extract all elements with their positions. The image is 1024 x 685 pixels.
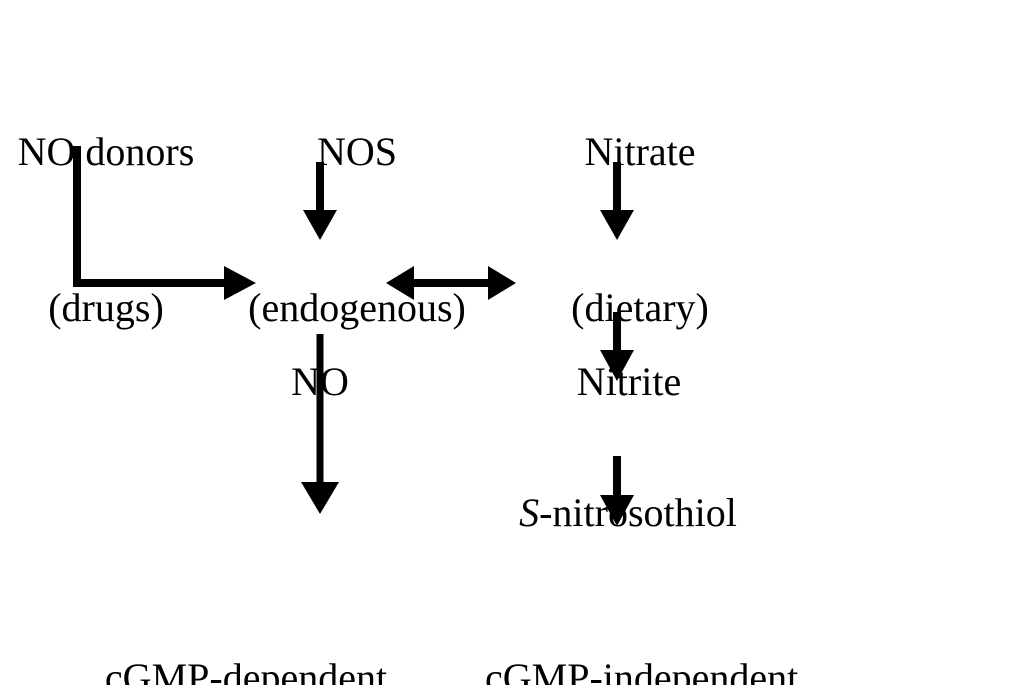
node-no-donors: NO donors (drugs) — [0, 22, 212, 438]
node-nitrate-line1: Nitrate — [584, 129, 696, 174]
node-cgmp-dependent-line1: cGMP-dependent — [104, 655, 388, 685]
node-nitrate: Nitrate (dietary) — [528, 22, 752, 438]
node-s-nitrosothiol: S-nitrosothiol — [492, 383, 764, 643]
node-no-donors-line1: NO donors — [17, 129, 195, 174]
node-nos-line1: NOS — [316, 129, 398, 174]
node-no-donors-line2: (drugs) — [48, 285, 164, 330]
node-nitrate-line2: (dietary) — [571, 285, 709, 330]
node-cgmp-independent: cGMP-independent (signaling and posttran… — [485, 548, 1024, 685]
node-s-nitrosothiol-label: S-nitrosothiol — [492, 487, 764, 539]
node-nos-line2: (endogenous) — [248, 285, 466, 330]
node-nos: NOS (endogenous) — [232, 22, 482, 438]
s-nitrosothiol-rest: -nitrosothiol — [539, 490, 737, 535]
node-nitrite-label: Nitrite — [576, 359, 682, 404]
node-no: NO — [252, 252, 388, 512]
s-prefix-italic: S — [519, 490, 540, 535]
node-nitrite: Nitrite — [552, 252, 706, 512]
node-cgmp-dependent: cGMP-dependent (vasorelaxation, etc.) — [44, 548, 448, 685]
node-no-label: NO — [291, 359, 349, 404]
node-cgmp-independent-line1: cGMP-independent — [485, 655, 799, 685]
